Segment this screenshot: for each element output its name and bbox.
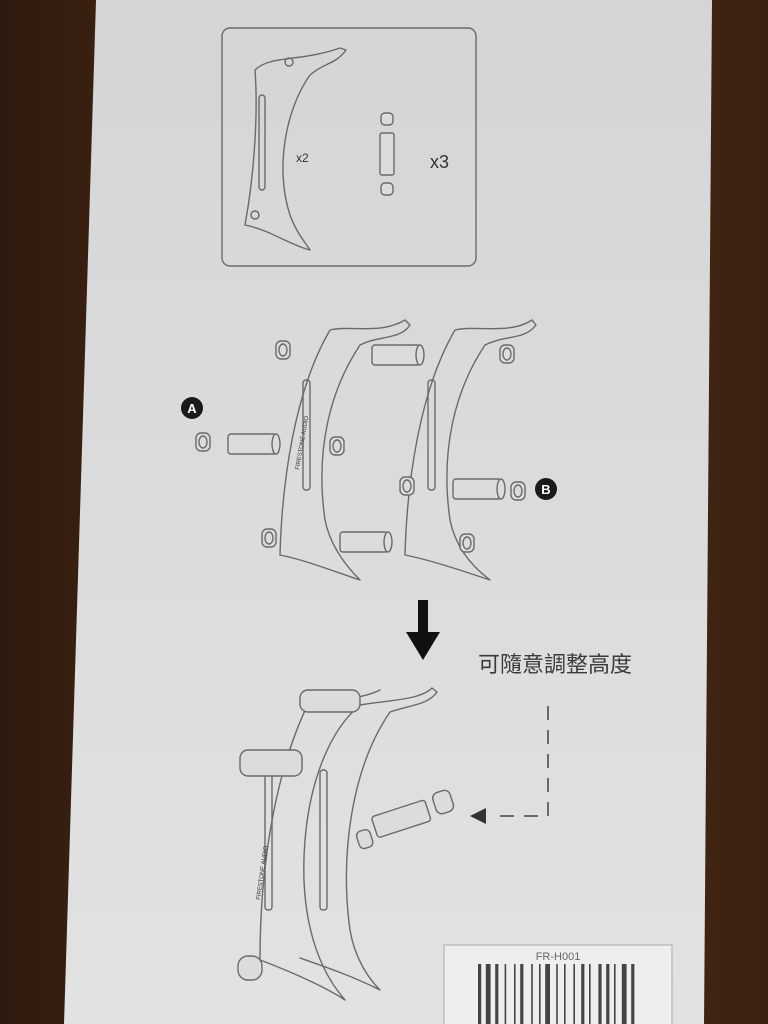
barcode-bar bbox=[598, 964, 602, 1024]
height-adjust-note: 可隨意調整高度 bbox=[478, 653, 632, 678]
barcode-bar bbox=[520, 964, 524, 1024]
barcode-bar bbox=[495, 964, 499, 1024]
post-quantity: x3 bbox=[430, 152, 449, 172]
barcode-bar bbox=[564, 964, 566, 1024]
barcode-bar bbox=[621, 964, 627, 1024]
barcode-sticker: FR-H001 bbox=[443, 944, 673, 1024]
barcode-bar bbox=[545, 964, 550, 1024]
label-b-badge bbox=[535, 478, 557, 500]
barcode-bar bbox=[589, 964, 591, 1024]
barcode-bar bbox=[631, 964, 635, 1024]
barcode-bar bbox=[531, 964, 533, 1024]
barcode-bar bbox=[614, 964, 616, 1024]
barcode-bar bbox=[485, 964, 491, 1024]
barcode-bar bbox=[556, 964, 558, 1024]
label-a-badge bbox=[181, 397, 203, 419]
bracket-quantity: x2 bbox=[296, 151, 309, 165]
box-panel bbox=[64, 0, 712, 1024]
bracket-icon bbox=[244, 47, 347, 251]
arrow-left-icon bbox=[470, 808, 486, 824]
parts-inventory-box: x2 x3 bbox=[221, 27, 477, 267]
bracket-right bbox=[404, 319, 537, 581]
dashed-guide bbox=[500, 706, 549, 817]
barcode-bars bbox=[478, 964, 635, 1024]
bracket-left bbox=[279, 319, 411, 581]
barcode-bar bbox=[514, 964, 516, 1024]
barcode-bar bbox=[606, 964, 610, 1024]
arrow-down-icon bbox=[406, 600, 440, 660]
barcode-bar bbox=[539, 964, 541, 1024]
post-icon bbox=[379, 112, 395, 196]
barcode-bar bbox=[504, 964, 507, 1024]
label-b: B bbox=[541, 482, 550, 497]
barcode-bar bbox=[573, 964, 575, 1024]
barcode-bar bbox=[581, 964, 585, 1024]
label-a: A bbox=[187, 401, 197, 416]
barcode-bar bbox=[478, 964, 482, 1024]
model-number: FR-H001 bbox=[536, 951, 581, 963]
